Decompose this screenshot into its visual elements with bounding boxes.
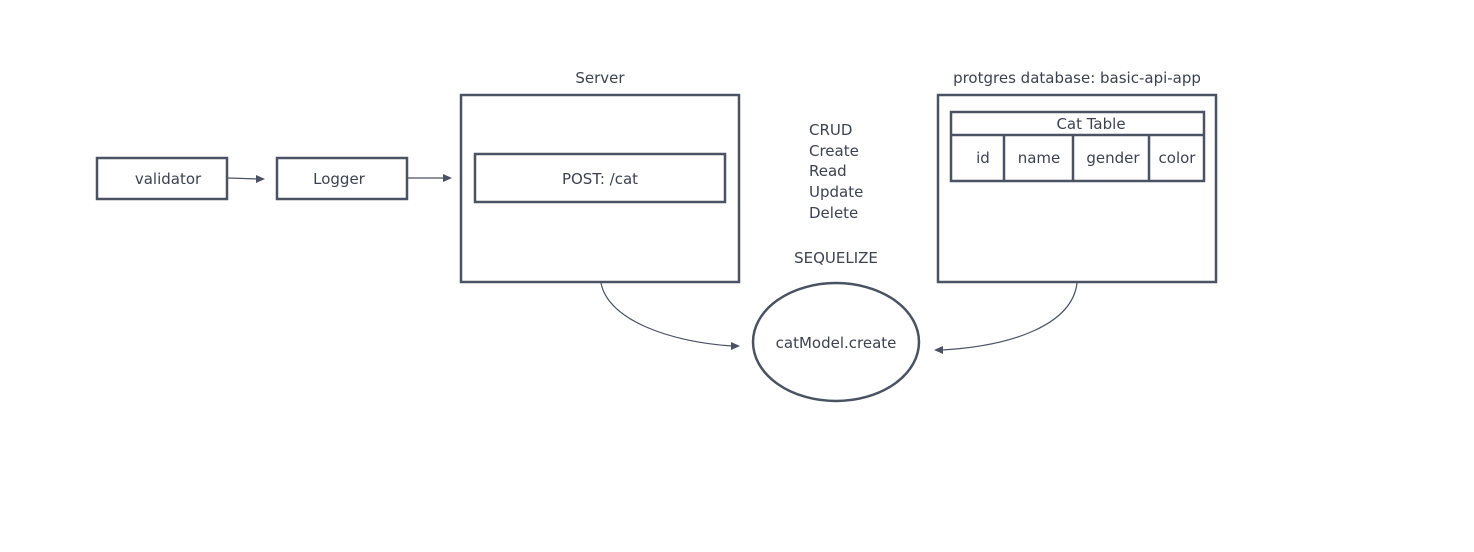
arrowhead-icon bbox=[934, 346, 943, 354]
logger-to-server-arrow bbox=[408, 174, 452, 182]
crud-line: CRUD bbox=[809, 121, 852, 139]
validator-to-logger-arrow bbox=[227, 175, 265, 183]
arrowhead-icon bbox=[731, 342, 740, 350]
database-to-model-arrow bbox=[934, 282, 1078, 354]
table-column-header: color bbox=[1159, 149, 1197, 167]
arrowhead-icon bbox=[256, 175, 265, 183]
logger-node: Logger bbox=[275, 156, 409, 201]
crud-list: CRUD Create Read Update Delete bbox=[809, 121, 863, 222]
crud-line: Read bbox=[809, 162, 847, 180]
model-node: catModel.create bbox=[751, 281, 921, 403]
logger-label: Logger bbox=[313, 170, 366, 188]
table-column-header: name bbox=[1018, 149, 1061, 167]
server-node: Server POST: /cat bbox=[459, 69, 741, 284]
table-outline bbox=[949, 110, 1206, 183]
table-name: Cat Table bbox=[1056, 115, 1125, 133]
crud-line: Create bbox=[809, 142, 859, 160]
sequelize-label: SEQUELIZE bbox=[794, 249, 878, 267]
validator-box bbox=[95, 156, 229, 201]
server-box bbox=[459, 93, 741, 284]
route-label: POST: /cat bbox=[562, 170, 638, 188]
route-box bbox=[473, 152, 727, 204]
database-node: protgres database: basic-api-app Cat Tab… bbox=[936, 69, 1218, 284]
arrow-curve bbox=[600, 282, 733, 347]
validator-node: validator bbox=[95, 156, 229, 201]
database-title: protgres database: basic-api-app bbox=[953, 69, 1201, 87]
model-method-label: catModel.create bbox=[776, 334, 897, 352]
cat-table: Cat Table id name gender color bbox=[949, 110, 1206, 183]
crud-line: Delete bbox=[809, 204, 858, 222]
crud-line: Update bbox=[809, 183, 863, 201]
logger-box bbox=[275, 156, 409, 201]
arrowhead-icon bbox=[443, 174, 452, 182]
validator-label: validator bbox=[135, 170, 202, 188]
server-title: Server bbox=[575, 69, 625, 87]
model-ellipse bbox=[751, 281, 921, 403]
database-box bbox=[936, 93, 1218, 284]
server-to-model-arrow bbox=[600, 282, 740, 350]
table-column-header: gender bbox=[1086, 149, 1140, 167]
arrow-curve bbox=[941, 282, 1078, 351]
arrow-line bbox=[227, 177, 259, 180]
table-column-header: id bbox=[976, 149, 990, 167]
